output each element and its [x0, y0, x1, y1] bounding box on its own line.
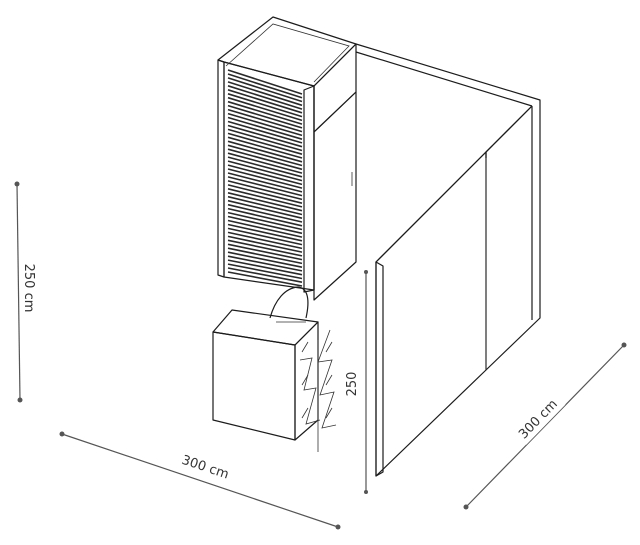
slat-line: [227, 164, 303, 186]
slat-line: [227, 100, 303, 125]
slat-line: [227, 152, 303, 174]
slat-lines: [227, 69, 303, 287]
slat-line: [227, 184, 303, 204]
slat-line: [227, 160, 303, 182]
slat-line: [227, 81, 303, 107]
slat-line: [227, 207, 303, 227]
slat-line: [227, 108, 303, 133]
slat-line: [227, 93, 303, 118]
slat-line: [227, 168, 303, 189]
slat-line: [227, 251, 303, 268]
slat-line: [227, 219, 303, 238]
slat-line: [227, 85, 303, 110]
slat-line: [227, 128, 303, 152]
slat-line: [227, 77, 303, 103]
slat-line: [227, 203, 303, 223]
door-panel: [313, 43, 357, 301]
slat-line: [227, 69, 303, 95]
partition-height-dimension: 250: [342, 270, 368, 494]
slat-line: [227, 271, 303, 287]
height-label: 250 cm: [21, 264, 36, 313]
slat-line: [227, 96, 303, 122]
right-partition-wall: [375, 105, 533, 477]
slat-line: [227, 104, 303, 129]
slat-line: [227, 231, 303, 250]
partition-height-label: 250: [345, 372, 360, 397]
slat-line: [227, 215, 303, 235]
slat-line: [227, 235, 303, 253]
slat-line: [227, 199, 303, 219]
height-dimension: 250 cm: [14, 181, 38, 403]
slat-line: [227, 144, 303, 167]
slatted-tower: [217, 16, 357, 293]
slat-line: [227, 116, 303, 140]
width-dimension: 300 cm: [59, 431, 341, 530]
slat-line: [227, 188, 303, 208]
slat-line: [227, 136, 303, 159]
slat-line: [227, 132, 303, 155]
slat-line: [227, 140, 303, 163]
slat-line: [227, 239, 303, 257]
slat-line: [227, 73, 303, 99]
slat-line: [227, 267, 303, 283]
chair: [269, 286, 309, 323]
counter-desk: [212, 309, 319, 441]
slat-line: [227, 247, 303, 265]
slat-line: [227, 243, 303, 261]
slat-line: [227, 148, 303, 171]
slat-line: [227, 192, 303, 212]
slat-line: [227, 124, 303, 148]
slat-line: [227, 156, 303, 178]
slat-line: [227, 172, 303, 193]
slat-line: [227, 255, 303, 272]
slat-line: [227, 120, 303, 144]
slat-line: [227, 227, 303, 246]
slat-line: [227, 195, 303, 216]
slat-line: [227, 211, 303, 231]
slat-line: [227, 180, 303, 201]
slat-line: [227, 112, 303, 137]
slat-line: [227, 259, 303, 276]
slat-line: [227, 176, 303, 197]
slat-line: [227, 263, 303, 280]
slat-line: [227, 89, 303, 114]
brochure-rack: [299, 329, 337, 452]
slat-line: [227, 223, 303, 242]
